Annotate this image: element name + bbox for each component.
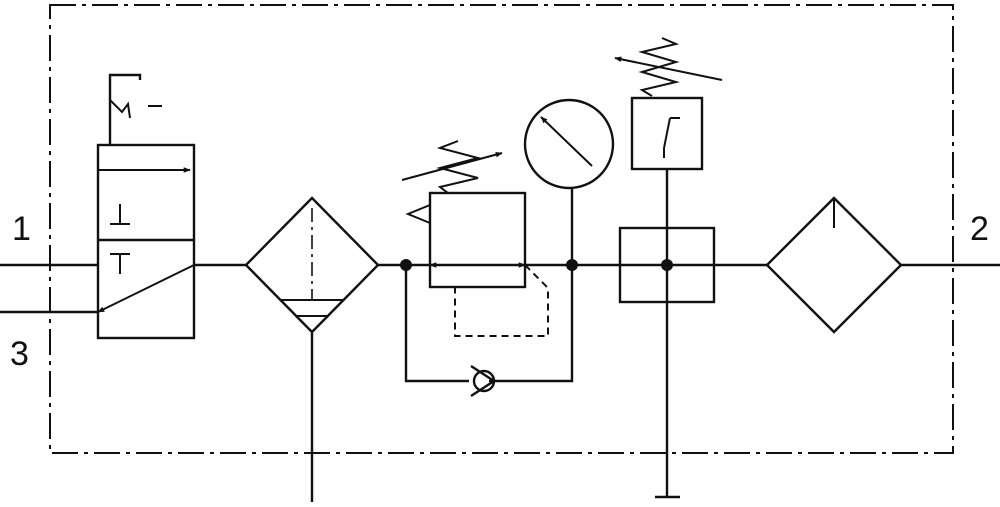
pressure-regulator xyxy=(401,140,549,337)
lubricator xyxy=(765,196,903,334)
pressure-switch xyxy=(614,37,723,228)
pressure-gauge xyxy=(523,98,615,265)
bypass-check-valve xyxy=(404,265,574,398)
junction-dot xyxy=(400,259,412,271)
junction-dot xyxy=(566,259,578,271)
port-label-exhaust: 3 xyxy=(10,335,29,373)
junction-dot xyxy=(661,259,673,271)
port-label-outlet: 2 xyxy=(970,210,989,248)
port-label-inlet: 1 xyxy=(12,210,31,248)
filter-water-separator xyxy=(244,196,380,502)
shutoff-valve-3-2 xyxy=(96,73,196,340)
unit-enclosure xyxy=(49,4,954,454)
